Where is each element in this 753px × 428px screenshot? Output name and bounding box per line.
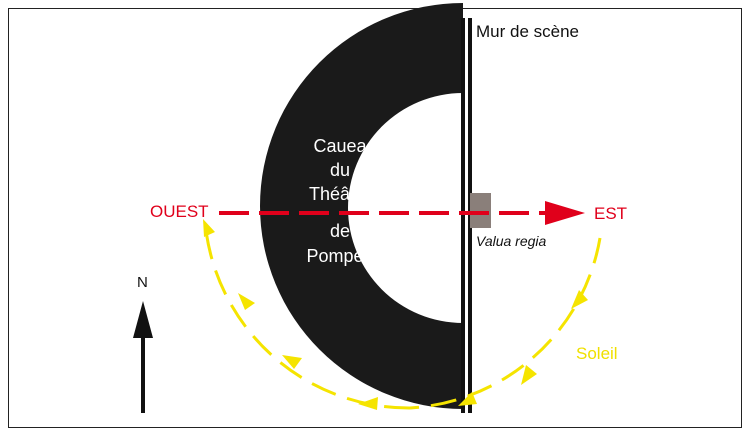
- stage-wall-label: Mur de scène: [476, 22, 579, 41]
- cavea-label-line2: du: [329, 160, 351, 180]
- cavea-label-line1: Cauea: [313, 136, 367, 156]
- cavea-shape: [260, 3, 463, 409]
- theatre-diagram: [133, 3, 602, 413]
- cavea-label-line5: Pompée: [306, 246, 374, 266]
- stage-wall-left: [461, 18, 465, 413]
- north-arrow-icon: [133, 301, 153, 413]
- east-label: EST: [594, 204, 628, 223]
- valua-regia-box: [470, 193, 491, 228]
- east-arrowhead: [545, 201, 585, 225]
- valua-regia-label: Valua regia: [476, 233, 547, 249]
- west-label: OUEST: [150, 202, 209, 221]
- sun-path-arrowheads: [203, 219, 588, 410]
- sun-label: Soleil: [576, 344, 618, 363]
- cavea-label-line4: de: [329, 221, 351, 241]
- cavea-label-line3: Théâtre: [308, 184, 372, 204]
- north-label: N: [137, 274, 148, 291]
